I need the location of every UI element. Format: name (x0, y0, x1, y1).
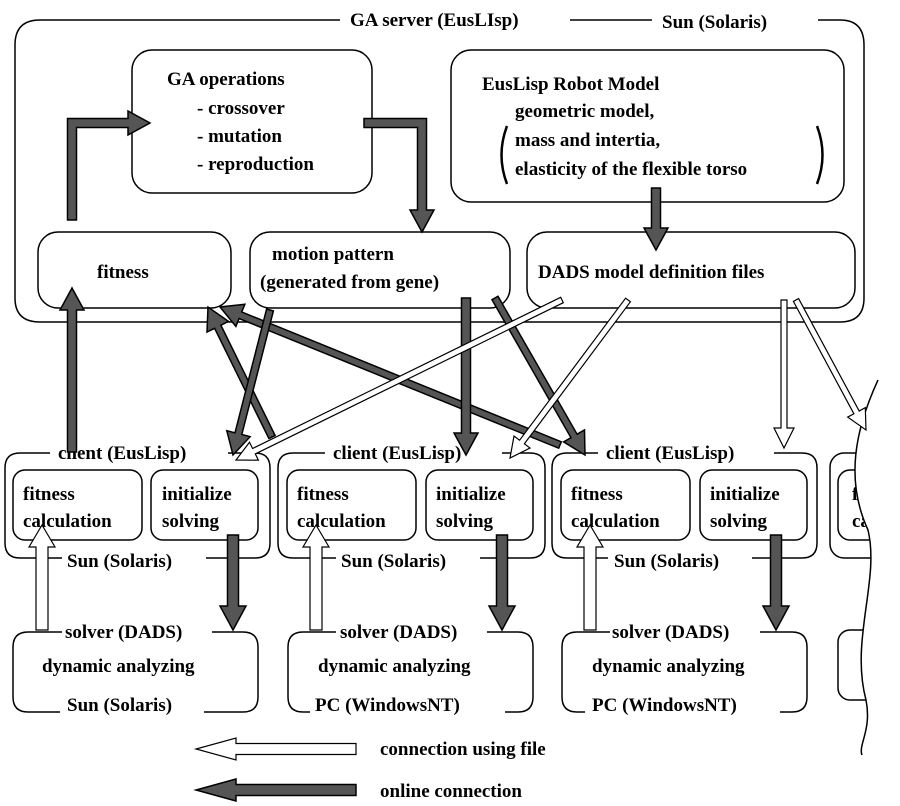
dads-to-client4-arrow (792, 297, 867, 432)
ga-operations-title: GA operations (167, 69, 285, 90)
initialize-solving-box (425, 469, 534, 541)
solving-to-solver-arrow-1 (218, 534, 248, 632)
initialize-solving-label-2: solving (710, 511, 768, 532)
solver-to-fitness-arrow-1 (27, 523, 57, 631)
initialize-solving-label-1: initialize (710, 484, 780, 505)
robot-model-line-2: mass and intertia, (515, 130, 660, 151)
motion-to-client3-arrow (490, 295, 586, 457)
fitness-calculation-label-2: calculation (23, 511, 112, 532)
solver-title: solver (DADS) (65, 622, 182, 643)
motion-to-client2-arrow (452, 297, 480, 457)
robot-model-line-1: geometric model, (515, 101, 655, 122)
initialize-solving-label-2: solving (436, 511, 494, 532)
initialize-solving-box (699, 469, 808, 541)
fitness-to-ga-arrow (66, 109, 152, 221)
motion-pattern-box (249, 231, 511, 309)
client-title: client (EusLisp) (58, 443, 186, 464)
fitness-calculation-label-1: fitness (23, 484, 75, 505)
ga-server: GA server (EusLIsp) Sun (Solaris) GA ope… (14, 10, 865, 323)
client3-to-fitness-arrow (218, 303, 563, 450)
ga-op-mutation: - mutation (197, 126, 282, 147)
solver-title: solver (DADS) (340, 622, 457, 643)
solver-platform: PC (WindowsNT) (315, 695, 460, 716)
client-1: client (EusLisp) fitness calculation ini… (4, 443, 271, 716)
fitness-calculation-label-2: calculation (297, 511, 386, 532)
solver-platform: Sun (Solaris) (67, 695, 172, 716)
dads-files-box (526, 231, 856, 309)
robot-model-box (450, 49, 845, 203)
robot-model-title: EusLisp Robot Model (482, 74, 659, 95)
robot-model-line-3: elasticity of the flexible torso (515, 159, 747, 180)
client-2: client (EusLisp) fitness calculation ini… (277, 443, 546, 716)
solver-to-fitness-arrow-3 (575, 523, 605, 631)
ga-to-motion-arrow (363, 117, 436, 234)
fitness-calculation-box (286, 469, 417, 541)
dads-to-client2-arrow (509, 297, 632, 460)
dads-to-client1-arrow (234, 296, 565, 461)
ga-op-crossover: - crossover (197, 98, 285, 119)
fitness-calculation-label-1: fitness (571, 484, 623, 505)
tear-edge (854, 379, 879, 756)
solver-analyzing: dynamic analyzing (42, 656, 195, 677)
robot-to-dads-arrow (642, 187, 670, 252)
legend-online-arrow (193, 778, 357, 802)
motion-pattern-title: motion pattern (272, 244, 394, 265)
client-platform: Sun (Solaris) (614, 551, 719, 572)
solver-platform: PC (WindowsNT) (592, 695, 737, 716)
fitness-calculation-box (560, 469, 691, 541)
server-title: GA server (EusLIsp) (350, 10, 519, 31)
legend: connection using file online connection (380, 739, 546, 802)
server-platform: Sun (Solaris) (662, 12, 767, 33)
fitness-label: fitness (97, 262, 149, 283)
client1-to-fitness-arrow (58, 286, 86, 453)
motion-to-client1-arrow (225, 308, 275, 457)
fitness-calculation-label-2: calculation (571, 511, 660, 532)
legend-file-label: connection using file (380, 739, 546, 760)
client-title: client (EusLisp) (333, 443, 461, 464)
client-platform: Sun (Solaris) (67, 551, 172, 572)
legend-file-arrow (193, 737, 357, 761)
motion-pattern-subtitle: (generated from gene) (260, 272, 439, 293)
ga-op-reproduction: - reproduction (197, 154, 314, 175)
initialize-solving-label-2: solving (162, 511, 220, 532)
solving-to-solver-arrow-3 (761, 534, 791, 632)
solver-analyzing: dynamic analyzing (592, 656, 745, 677)
initialize-solving-box (150, 469, 259, 541)
solver-analyzing: dynamic analyzing (318, 656, 471, 677)
fitness-calculation-label-1: fitness (297, 484, 349, 505)
dads-to-client3-arrow (773, 299, 795, 450)
client-platform: Sun (Solaris) (341, 551, 446, 572)
fitness-box (37, 231, 232, 309)
solving-to-solver-arrow-2 (487, 534, 517, 632)
solver-to-fitness-arrow-2 (301, 523, 331, 631)
initialize-solving-label-1: initialize (162, 484, 232, 505)
client-3: client (EusLisp) fitness calculation ini… (551, 443, 818, 716)
client2-to-fitness-arrow (206, 305, 277, 440)
dads-files-label: DADS model definition files (538, 262, 764, 283)
solver-title: solver (DADS) (612, 622, 729, 643)
partial-client: fi ca (829, 379, 900, 756)
initialize-solving-label-1: initialize (436, 484, 506, 505)
connection-arrows (27, 109, 867, 802)
legend-online-label: online connection (380, 781, 522, 802)
client-title: client (EusLisp) (606, 443, 734, 464)
fitness-calculation-box (12, 469, 143, 541)
